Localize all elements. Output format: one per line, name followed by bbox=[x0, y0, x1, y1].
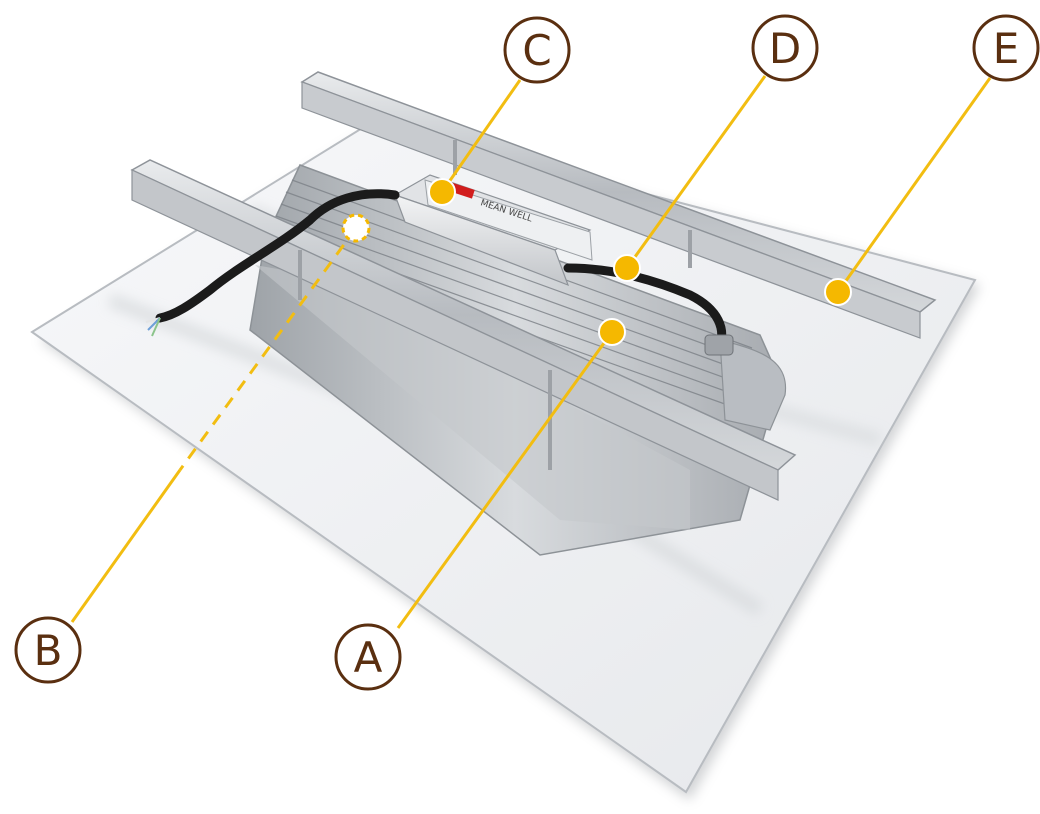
wire-ends bbox=[145, 317, 161, 337]
mounting-rail-rear bbox=[300, 71, 937, 339]
callout-a: A bbox=[334, 623, 402, 691]
cable-gland bbox=[704, 334, 734, 356]
callout-d-letter: D bbox=[769, 24, 801, 73]
circle-dot-icon bbox=[613, 254, 641, 282]
leader-line-b bbox=[70, 469, 182, 623]
leader-line-b-hidden bbox=[178, 227, 358, 471]
circle-dot-icon bbox=[428, 178, 456, 206]
callout-c: C bbox=[503, 16, 571, 84]
power-cables bbox=[145, 189, 734, 356]
circle-dot-icon bbox=[598, 318, 626, 346]
callout-d: D bbox=[751, 14, 819, 82]
marker-dots bbox=[341, 178, 852, 346]
leader-line-c bbox=[440, 79, 522, 193]
leader-lines bbox=[70, 75, 992, 629]
callout-e-letter: E bbox=[993, 24, 1020, 73]
leader-line-e bbox=[836, 77, 992, 293]
leader-line-a bbox=[396, 331, 614, 629]
callout-b: B bbox=[14, 616, 82, 684]
callout-e: E bbox=[972, 14, 1040, 82]
callout-c-letter: C bbox=[522, 26, 551, 75]
callout-b-letter: B bbox=[34, 626, 63, 675]
callout-a-letter: A bbox=[354, 633, 383, 682]
circle-dot-icon bbox=[824, 278, 852, 306]
leader-line-d bbox=[625, 75, 767, 269]
circle-dot-icon bbox=[341, 213, 371, 243]
